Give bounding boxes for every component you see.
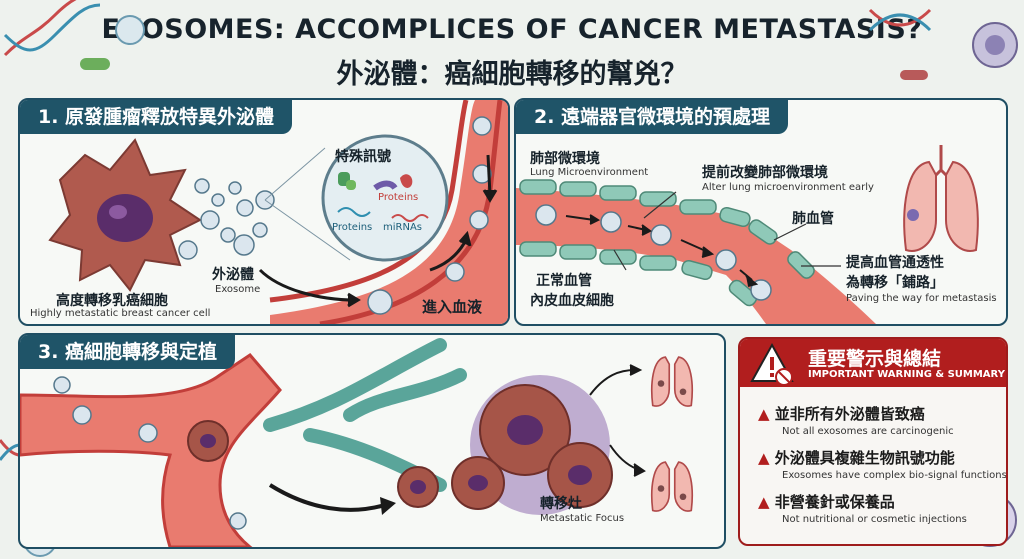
warning-item-zh-text: 並非所有外泌體皆致癌 [774,405,925,423]
warning-header: 重要警示與總結 IMPORTANT WARNING & SUMMARY [740,339,1006,387]
endothelium-label: 內皮血皮細胞 [530,293,614,309]
panel3-illustration [20,338,694,547]
panel1-header: 1. 原發腫瘤釋放特異外泌體 [20,100,293,134]
warning-triangle-icon: ▲ [758,449,770,467]
panel-primary-tumor: 1. 原發腫瘤釋放特異外泌體 特殊訊號 Proteins Proteins mi… [18,98,510,326]
cell-label-zh: 高度轉移乳癌細胞 [56,293,168,309]
metastatic-focus [451,375,613,515]
blood-label: 進入血液 [422,298,483,316]
focus-label-zh: 轉移灶 [540,496,582,512]
pointer-line [613,191,841,271]
warning-title-en: IMPORTANT WARNING & SUMMARY [808,369,1005,380]
permeability-label-1: 提高血管通透性 [846,255,944,271]
arrow [589,364,646,477]
warning-item: ▲ 非營養針或保養品 Not nutritional or cosmetic i… [758,491,967,525]
warning-item-en: Not nutritional or cosmetic injections [782,514,967,525]
alter-label-en: Alter lung microenvironment early [702,182,874,193]
lungs-icon [650,461,694,512]
exosome-vesicles [535,204,772,301]
page-title-zh: 外泌體：癌細胞轉移的幫兇？ [336,59,688,90]
warning-title-zh: 重要警示與總結 [808,348,942,370]
warning-item-zh-text: 外泌體具複雜生物訊號功能 [774,449,955,467]
warning-item-en: Not all exosomes are carcinogenic [782,426,954,437]
panel-premetastatic-niche: 2. 遠端器官微環境的預處理 肺部微環境 Lung Microenvironme… [514,98,1008,326]
page-title-en: EXOSOMES: ACCOMPLICES OF CANCER METASTAS… [101,14,923,45]
arrow [565,214,759,287]
warning-summary-box: 重要警示與總結 IMPORTANT WARNING & SUMMARY ▲ 並非… [738,337,1008,546]
warning-item-zh: ▲ 並非所有外泌體皆致癌 [758,403,954,424]
proteins-label-2: Proteins [332,222,373,233]
arrow [258,154,498,308]
warning-item-zh: ▲ 非營養針或保養品 [758,491,967,512]
cancer-cell [187,420,439,508]
lung-label-zh: 肺部微環境 [530,151,600,167]
arrow [268,483,386,512]
warning-triangle-icon: ▲ [758,493,770,511]
magnified-exosome-view [264,134,449,262]
warning-item-zh-text: 非營養針或保養品 [774,493,895,511]
permeability-label-en: Paving the way for metastasis [846,293,997,304]
warning-item: ▲ 並非所有外泌體皆致癌 Not all exosomes are carcin… [758,403,954,437]
arrowhead [380,497,396,515]
focus-label-en: Metastatic Focus [540,513,625,524]
warning-item-zh: ▲ 外泌體具複雜生物訊號功能 [758,447,1006,468]
mirnas-label: miRNAs [383,222,422,233]
panel2-illustration [516,145,979,324]
warning-item: ▲ 外泌體具複雜生物訊號功能 Exosomes have complex bio… [758,447,1007,481]
cell-label-en: Highly metastatic breast cancer cell [30,308,211,319]
lung-label-en: Lung Microenvironment [530,167,649,178]
lungs-icon [650,356,694,407]
normal-vessel-label: 正常血管 [536,273,592,289]
green-vessel-branches [263,338,467,492]
proteins-label-1: Proteins [378,192,419,203]
tumor-cell [48,138,202,292]
lungs-icon [903,145,979,252]
endothelial-cells [519,179,815,307]
exosome-label-en: Exosome [215,284,261,295]
warning-triangle-icon: ▲ [758,405,770,423]
panel2-header: 2. 遠端器官微環境的預處理 [516,100,789,134]
alter-label-zh: 提前改變肺部微環境 [702,165,828,181]
exosome-vesicles [178,116,492,315]
warning-item-en: Exosomes have complex bio-signal functio… [782,470,1007,481]
exosome-vesicles [53,376,247,530]
panel1-illustration [48,100,508,324]
signal-label: 特殊訊號 [335,149,391,165]
panel-metastasis: 3. 癌細胞轉移與定植 轉移灶 Metastatic Focus [18,333,726,549]
panel3-header: 3. 癌細胞轉移與定植 [20,335,236,369]
vessel-label: 肺血管 [792,211,834,227]
exosome-label-zh: 外泌體 [212,267,254,283]
permeability-label-2: 為轉移「鋪路」 [846,275,944,291]
warning-icon [750,342,794,386]
